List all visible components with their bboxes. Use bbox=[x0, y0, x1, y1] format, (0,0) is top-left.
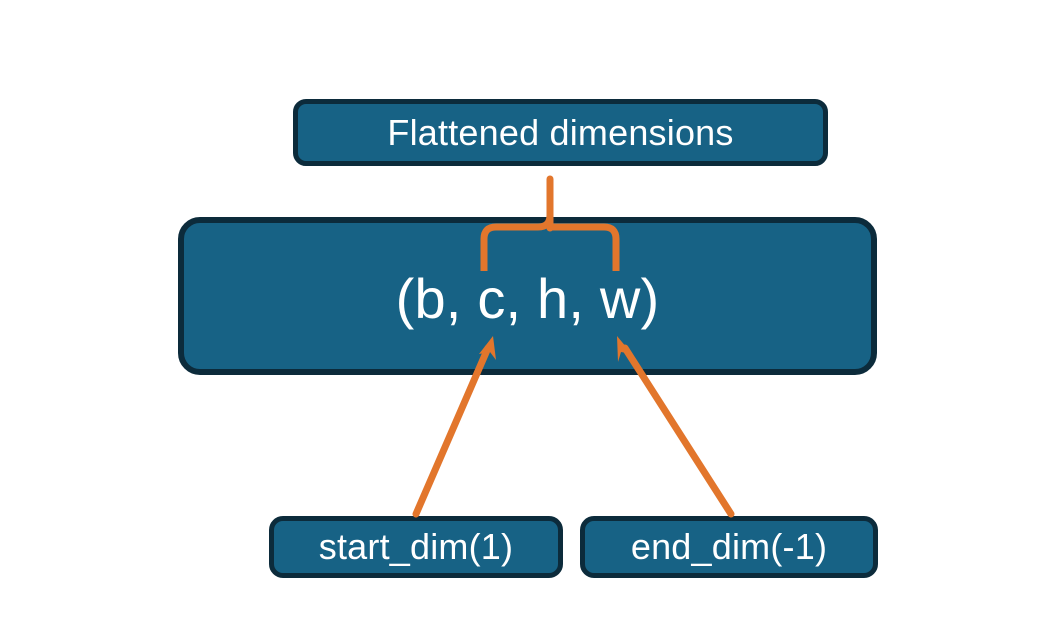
flattened-dimensions-node[interactable]: Flattened dimensions bbox=[293, 99, 828, 166]
tensor-shape-label: (b, c, h, w) bbox=[395, 266, 660, 330]
end-dim-node[interactable]: end_dim(-1) bbox=[580, 516, 878, 578]
start-dim-node[interactable]: start_dim(1) bbox=[269, 516, 563, 578]
start-dim-label: start_dim(1) bbox=[318, 526, 514, 567]
tensor-shape-node[interactable]: (b, c, h, w) bbox=[178, 217, 877, 375]
end-dim-label: end_dim(-1) bbox=[630, 526, 828, 567]
flattened-dimensions-label: Flattened dimensions bbox=[387, 111, 734, 153]
